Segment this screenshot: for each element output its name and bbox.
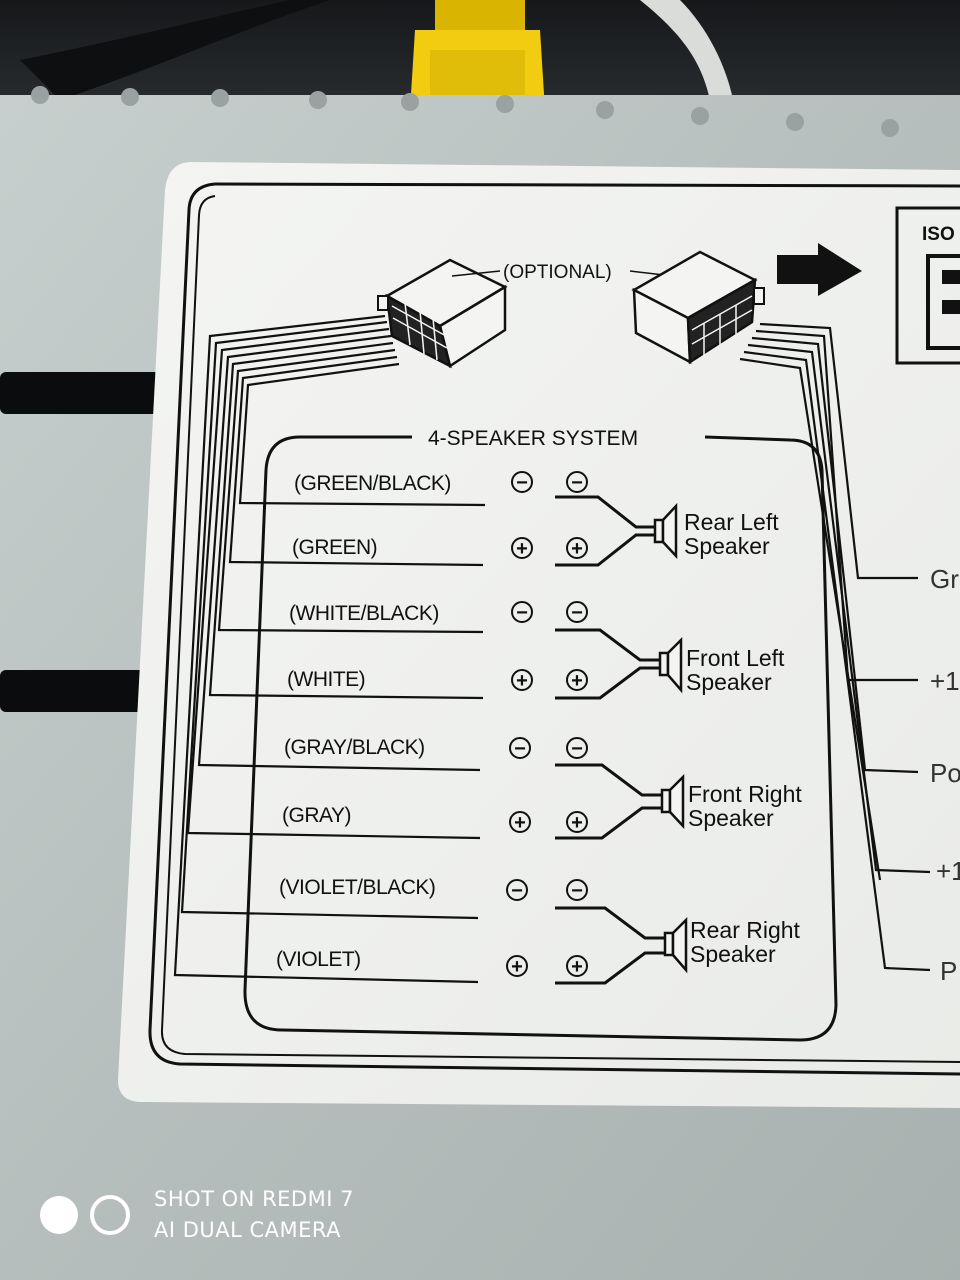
black-cable [20, 0, 330, 100]
polarity-sign: + [571, 956, 583, 978]
polarity-sign: + [516, 670, 528, 692]
polarity-sign: − [511, 880, 523, 902]
polarity-signs: − − + + − − + + − − + + − − + + [511, 472, 583, 978]
polarity-sign: − [571, 880, 583, 902]
speaker-label-front-left: Front Left [686, 645, 785, 671]
polarity-sign: + [571, 812, 583, 834]
right-arrow-icon [777, 243, 862, 296]
polarity-sign: + [516, 538, 528, 560]
iso-connector-icon [926, 254, 960, 350]
wire-label-white: (WHITE) [287, 668, 365, 691]
speaker-label-front-left-2: Speaker [686, 669, 772, 695]
speaker-label-front-right-2: Speaker [688, 805, 774, 831]
speaker-icon [653, 502, 678, 560]
iso-label: ISO [922, 224, 955, 245]
speaker-icon [660, 773, 685, 830]
polarity-sign: + [571, 538, 583, 560]
vent-slot [0, 670, 150, 712]
wire-label-green-black: (GREEN/BLACK) [294, 472, 451, 495]
wire-label-white-black: (WHITE/BLACK) [289, 602, 439, 625]
speaker-icon [663, 916, 688, 974]
polarity-sign: − [571, 472, 583, 494]
polarity-sign: − [571, 738, 583, 760]
speaker-icons [653, 502, 688, 974]
watermark-line-1: SHOT ON REDMI 7 [154, 1187, 354, 1211]
speaker-label-rear-right-2: Speaker [690, 941, 776, 967]
polarity-sign: + [571, 670, 583, 692]
right-connector-icon [631, 250, 765, 365]
polarity-sign: − [571, 602, 583, 624]
wire-label-gray-black: (GRAY/BLACK) [284, 736, 425, 759]
right-label: P [940, 956, 957, 986]
watermark-dot-icon [40, 1196, 78, 1234]
polarity-symbols [506, 471, 588, 977]
rivet-row [31, 86, 899, 137]
right-label: Gr [930, 564, 959, 594]
speaker-system-box [243, 435, 838, 1042]
right-label: Po [930, 758, 960, 788]
speaker-wires [555, 495, 665, 985]
left-connector-icon [377, 258, 508, 369]
frame-line [148, 182, 960, 1076]
watermark-line-2: AI DUAL CAMERA [154, 1218, 342, 1242]
frame-line [214, 182, 960, 188]
wire-labels: (GREEN/BLACK) (GREEN) (WHITE/BLACK) (WHI… [276, 472, 451, 971]
polarity-sign: − [516, 472, 528, 494]
polarity-sign: − [514, 738, 526, 760]
right-wire-bundle [739, 322, 931, 972]
speaker-label-front-right: Front Right [688, 781, 802, 807]
right-label: +1 [930, 666, 960, 696]
wire-label-violet-black: (VIOLET/BLACK) [279, 876, 435, 899]
speaker-labels: Rear Left Speaker Front Left Speaker Fro… [684, 509, 802, 967]
speaker-system-title: 4-SPEAKER SYSTEM [428, 427, 638, 450]
watermark-text: SHOT ON REDMI 7 AI DUAL CAMERA [154, 1184, 354, 1246]
wiring-sticker [118, 162, 960, 1108]
iso-pin [942, 270, 960, 284]
wire-label-green: (GREEN) [292, 536, 377, 559]
polarity-sign: − [516, 602, 528, 624]
iso-pin [942, 300, 960, 314]
grey-cable [640, 0, 735, 110]
wire-label-gray: (GRAY) [282, 804, 351, 827]
right-side-labels: Gr +1 Po +1 P [930, 564, 960, 986]
left-wire-bundle [173, 314, 486, 984]
speaker-label-rear-left: Rear Left [684, 509, 779, 535]
optional-label: (OPTIONAL) [503, 262, 612, 283]
polarity-sign: + [511, 956, 523, 978]
speaker-label-rear-left-2: Speaker [684, 533, 770, 559]
wire-label-violet: (VIOLET) [276, 948, 361, 971]
vent-slot [0, 372, 160, 414]
speaker-label-rear-right: Rear Right [690, 917, 801, 943]
speaker-icon [658, 636, 683, 694]
frame-line [160, 195, 960, 1063]
watermark-ring-icon [90, 1195, 130, 1235]
iso-block [895, 206, 960, 365]
right-label: +1 [936, 856, 960, 886]
camera-watermark: SHOT ON REDMI 7 AI DUAL CAMERA [40, 1184, 354, 1246]
yellow-rca-connector [410, 0, 545, 110]
leader-line [451, 270, 501, 277]
polarity-sign: + [514, 812, 526, 834]
